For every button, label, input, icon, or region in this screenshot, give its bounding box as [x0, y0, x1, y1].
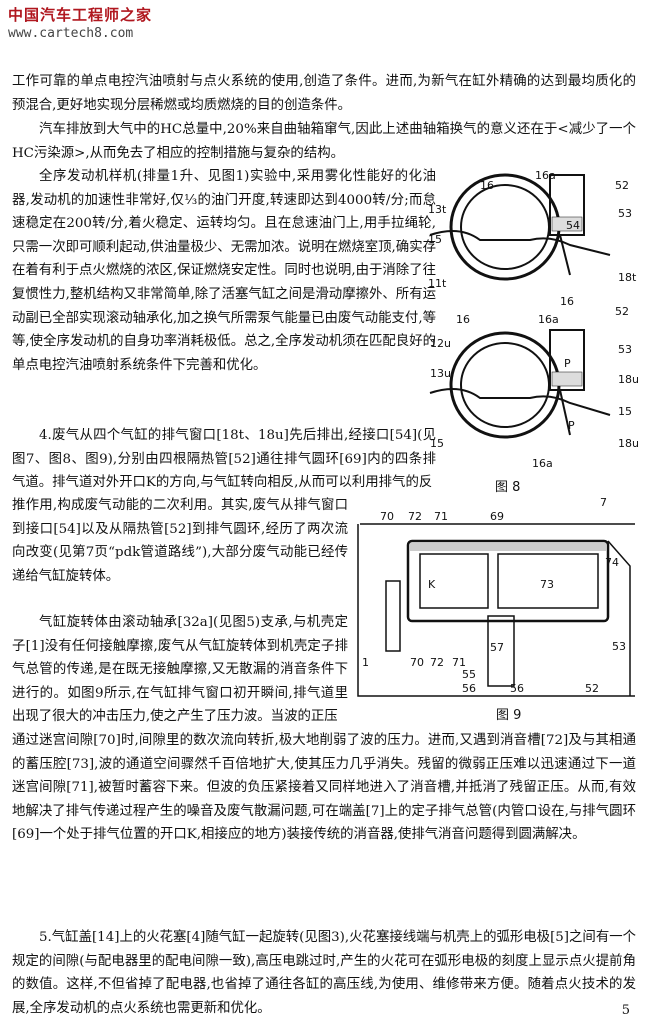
label: 72	[430, 656, 444, 669]
figure-9-caption: 图 9	[496, 708, 522, 723]
label: P	[568, 419, 575, 432]
label: 12u	[430, 337, 451, 350]
label: 69	[490, 510, 504, 523]
figure-8: 16 16a 52 13t 53 54 15 18t 11t 16 16 16a…	[428, 169, 639, 470]
label: 16a	[535, 169, 556, 182]
label: 70	[380, 510, 394, 523]
label: 11t	[428, 277, 447, 290]
label: 52	[615, 179, 629, 192]
paragraph: 5.气缸盖[14]上的火花塞[4]随气缸一起旋转(见图3),火花塞接线端与机壳上…	[12, 930, 636, 1016]
label: 15	[428, 233, 442, 246]
label: 55	[462, 668, 476, 681]
label: 16a	[538, 313, 559, 326]
label: 1	[362, 656, 369, 669]
label: 13t	[428, 203, 447, 216]
label: 16a	[532, 457, 553, 470]
label: 15	[618, 405, 632, 418]
label: 18t	[618, 271, 637, 284]
header-url: www.cartech8.com	[8, 26, 134, 41]
label: 52	[615, 305, 629, 318]
label: 18u	[618, 437, 639, 450]
label: 74	[605, 556, 619, 569]
label: 56	[462, 682, 476, 695]
label: 56	[510, 682, 524, 695]
label: 16	[560, 295, 574, 308]
label: 53	[618, 343, 632, 356]
page-number: 5	[621, 1003, 630, 1018]
label: 53	[612, 640, 626, 653]
header-brand: 中国汽车工程师之家	[8, 6, 153, 24]
label: 18u	[618, 373, 639, 386]
label: 16	[480, 179, 494, 192]
label: 57	[490, 641, 504, 654]
label: P	[564, 357, 571, 370]
figure-8-caption: 图 8	[495, 480, 521, 495]
label: 71	[452, 656, 466, 669]
label: 73	[540, 578, 554, 591]
label: 70	[410, 656, 424, 669]
paragraph: 4.废气从四个气缸的排气窗口[18t、18u]先后排出,经接口[54](见图7、…	[12, 428, 436, 491]
paragraph: 推作用,构成废气动能的二次利用。其实,废气从排气窗口到接口[54]以及从隔热管[…	[12, 498, 348, 584]
label: K	[428, 578, 436, 591]
label: 7	[600, 496, 607, 509]
paragraph: 工作可靠的单点电控汽油喷射与点火系统的使用,创造了条件。进而,为新气在缸外精确的…	[12, 74, 636, 113]
label: 71	[434, 510, 448, 523]
label: 72	[408, 510, 422, 523]
label: 54	[566, 219, 580, 232]
label: 15	[430, 437, 444, 450]
paragraph: 全序发动机样机(排量1升、见图1)实验中,采用雾化性能好的化油器,发动机的加速性…	[12, 169, 436, 373]
paragraph: 汽车排放到大气中的HC总量中,20%来自曲轴箱窜气,因此上述曲轴箱换气的意义还在…	[12, 122, 636, 161]
label: 16	[456, 313, 470, 326]
label: 13u	[430, 367, 451, 380]
label: 53	[618, 207, 632, 220]
label: 52	[585, 682, 599, 695]
figure-9: 70 72 71 69 7 74 K 73 1 70 72 71 57 55 5…	[357, 496, 635, 697]
paragraph: 气缸旋转体由滚动轴承[32a](见图5)支承,与机壳定子[1]没有任何接触摩擦,…	[12, 615, 348, 725]
paragraph: 通过迷宫间隙[70]时,间隙里的数次流向转折,极大地削弱了波的压力。进而,又遇到…	[12, 733, 636, 843]
